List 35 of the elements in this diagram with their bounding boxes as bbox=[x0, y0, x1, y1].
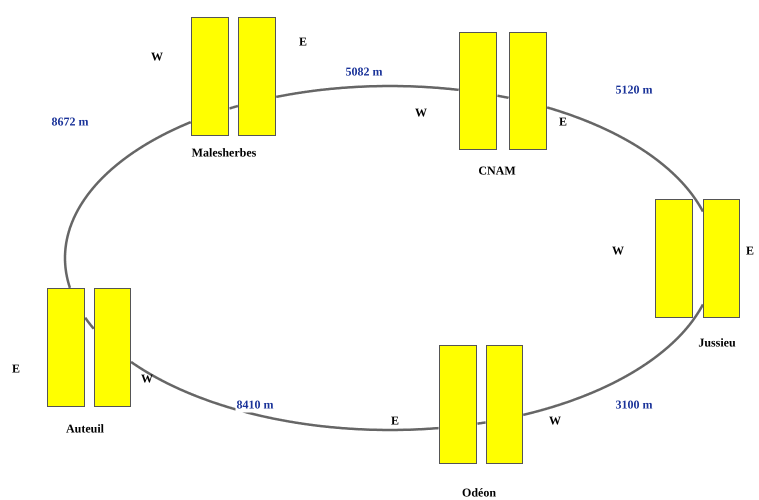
track-line bbox=[228, 104, 239, 110]
platform-block bbox=[238, 17, 276, 136]
platform-block bbox=[703, 199, 740, 318]
platform-block bbox=[47, 288, 85, 407]
station-name: Auteuil bbox=[66, 422, 104, 436]
platform-block bbox=[655, 199, 693, 318]
direction-label: E bbox=[12, 362, 20, 376]
track-line bbox=[64, 120, 192, 289]
track-line bbox=[522, 304, 704, 416]
station-name: Jussieu bbox=[698, 336, 736, 350]
direction-label: W bbox=[549, 414, 561, 428]
direction-label: E bbox=[391, 414, 399, 428]
station-name: Odéon bbox=[462, 486, 496, 500]
platform-block bbox=[439, 345, 477, 464]
direction-label: E bbox=[559, 114, 567, 130]
track-line bbox=[476, 421, 486, 425]
direction-label: E bbox=[299, 34, 307, 50]
track-line bbox=[275, 84, 460, 98]
track-line bbox=[84, 316, 95, 330]
direction-label: W bbox=[151, 50, 163, 64]
platform-block bbox=[459, 32, 497, 150]
distance-label: 8410 m bbox=[236, 398, 274, 412]
direction-label: W bbox=[612, 244, 624, 258]
direction-label: E bbox=[746, 244, 754, 258]
platform-block bbox=[191, 17, 229, 136]
track-line bbox=[496, 94, 510, 100]
track-line bbox=[130, 360, 440, 432]
platform-block bbox=[94, 288, 131, 407]
station-name: Malesherbes bbox=[192, 146, 256, 160]
platform-block bbox=[486, 345, 523, 464]
direction-label: W bbox=[415, 106, 427, 120]
station-name: CNAM bbox=[478, 164, 516, 178]
platform-block bbox=[509, 32, 547, 150]
direction-label: W bbox=[141, 372, 153, 386]
track-line bbox=[546, 106, 704, 212]
